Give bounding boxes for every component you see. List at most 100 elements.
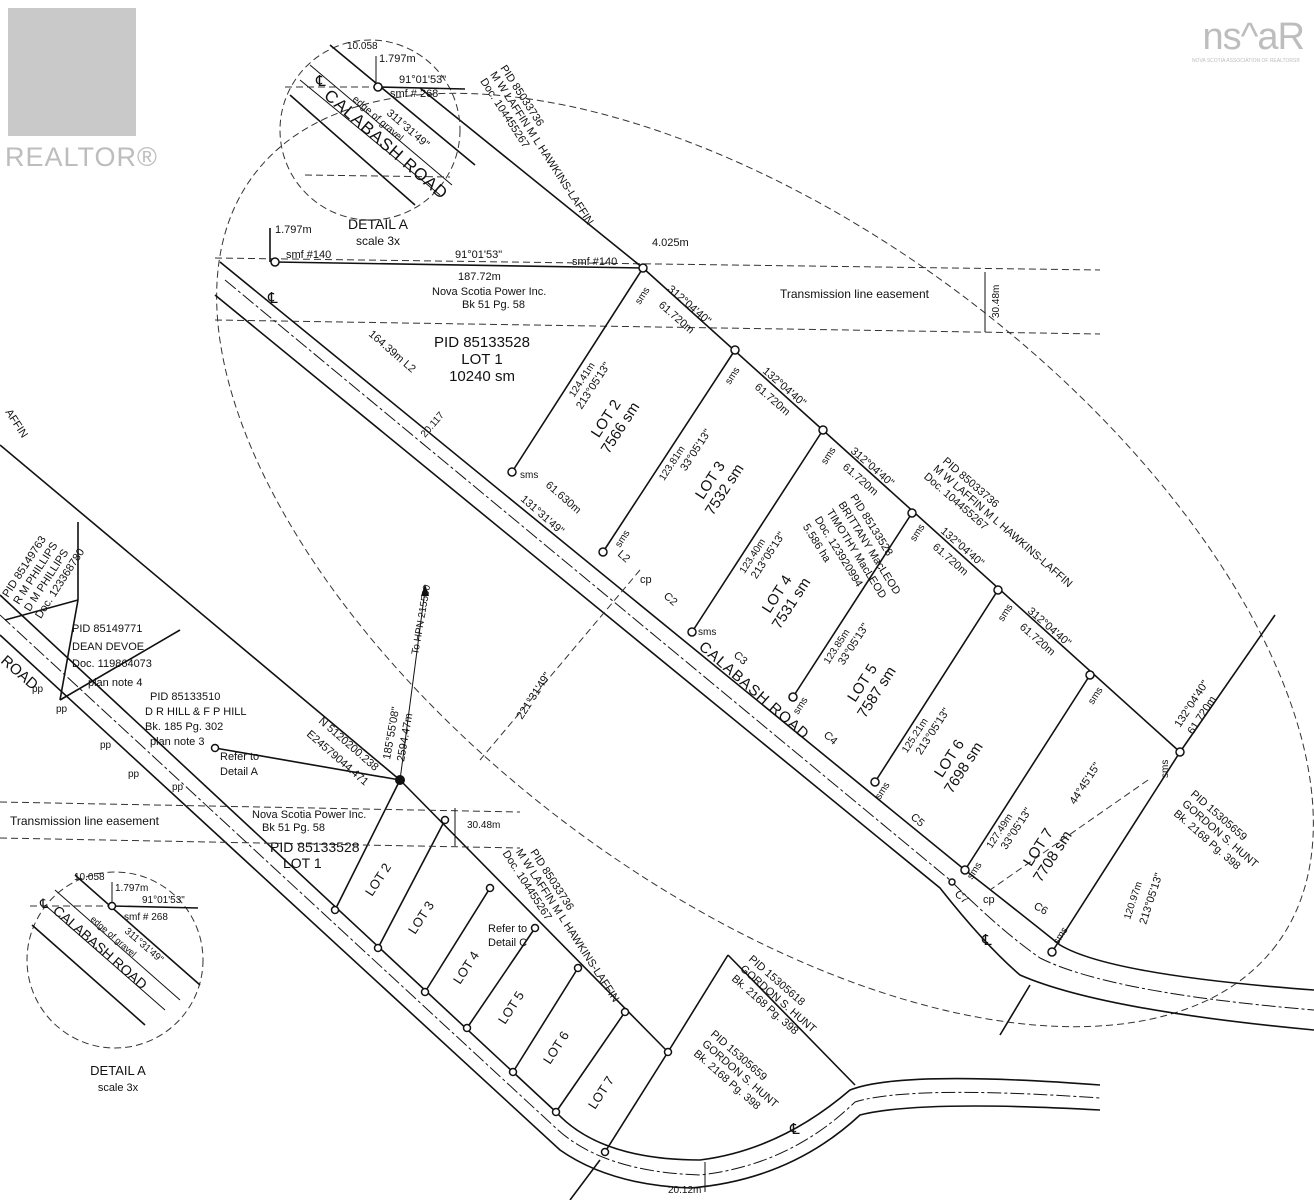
neighbour-owner: DEAN DEVOE — [72, 641, 144, 653]
nsar-logo: ns^aR — [1202, 16, 1305, 58]
owner-label: Nova Scotia Power Inc. — [252, 809, 366, 821]
plan-note: plan note 4 — [88, 677, 142, 689]
hpn-label: To HPN 215500 — [410, 584, 433, 656]
centerline-symbol: ℄ — [39, 896, 49, 911]
lot1-pid: PID 85133528 — [434, 334, 530, 351]
curve-label: C7 — [952, 888, 970, 906]
centerline-symbol: ℄ — [789, 1121, 800, 1138]
lot1-area: 10240 sm — [449, 368, 515, 385]
centerline-symbol: ℄ — [981, 932, 992, 949]
detail-width: 10.058 — [347, 41, 378, 52]
neighbour-pid: PID 85149771 — [72, 623, 142, 635]
road-name: CALABASH ROAD — [695, 638, 812, 743]
refer-label: Refer to — [220, 751, 259, 763]
detail-bearing: 91°01'53" — [142, 895, 185, 906]
curve-label: L2 — [615, 548, 632, 565]
lot-label: LOT 3 — [405, 898, 437, 936]
side-bearing: 213°05'13" — [1137, 872, 1165, 926]
detail-offset: 1.797m — [115, 883, 148, 894]
detail-a-top: 10.058 1.797m 91°01'53" smf # 268 ℄ edge… — [279, 39, 476, 248]
book-label: Bk 51 Pg. 58 — [462, 299, 525, 311]
easement-line — [214, 319, 1101, 335]
lot-label: LOT 7 — [585, 1073, 617, 1111]
detail-width: 10.058 — [74, 872, 105, 883]
sms-label: sms — [698, 627, 716, 638]
detail-scale: scale 3x — [98, 1082, 139, 1094]
detail-smf: smf # 268 — [390, 88, 438, 100]
detail-scale: scale 3x — [356, 234, 400, 248]
detail-a-bottom: 10.058 1.797m 91°01'53" smf # 268 ℄ edge… — [26, 871, 204, 1094]
offset-label: 4.025m — [652, 237, 689, 249]
centerline-symbol: ℄ — [315, 73, 326, 90]
book-label: Bk 51 Pg. 58 — [262, 822, 325, 834]
easement-label: Transmission line easement — [780, 287, 930, 301]
lot1-pid: PID 85133528 — [270, 839, 360, 855]
neighbour-owners: M W LAFFIN M L HAWKINS-LAFFIN — [513, 847, 621, 1005]
neighbour-fragment: AFFIN — [2, 407, 29, 440]
realtor-logo: REALTOR® — [5, 142, 158, 172]
sms-label: sms — [908, 522, 927, 543]
neighbour-doc: Doc. 119864073 — [72, 658, 152, 670]
road-distance: 164.39m L2 — [366, 328, 418, 375]
pp-label: pp — [128, 769, 140, 780]
neighbour-owners: M W LAFFIN M L HAWKINS-LAFFIN — [487, 70, 595, 228]
lot1-label: LOT 1 — [461, 351, 502, 368]
lot-boundaries-main — [269, 87, 1276, 1036]
sms-label: sms — [996, 602, 1015, 623]
easement-line — [214, 257, 1101, 271]
bearing-label: 91°01'53" — [455, 249, 502, 261]
owner-label: Nova Scotia Power Inc. — [432, 286, 546, 298]
refer-label: Detail A — [220, 766, 259, 778]
pp-label: pp — [172, 782, 184, 793]
neighbour-pid: PID 85133510 — [150, 691, 220, 703]
cp-label: cp — [640, 574, 652, 586]
detail-road-name: CALABASH ROAD — [320, 86, 451, 204]
nsar-logo-subtitle: NOVA SCOTIA ASSOCIATION OF REALTORS® — [1191, 58, 1300, 64]
plan-note: plan note 3 — [150, 736, 204, 748]
neighbour-owners: M W LAFFIN M L HAWKINS-LAFFIN — [931, 463, 1075, 590]
road-width: 20.12m — [668, 1185, 701, 1196]
easement-label: Transmission line easement — [10, 814, 160, 828]
survey-markers-main — [270, 257, 1185, 957]
sms-label: sms — [819, 445, 838, 466]
offset-label: 1.797m — [275, 224, 312, 236]
sms-label: sms — [633, 285, 652, 306]
curve-label: C2 — [661, 590, 679, 608]
detail-title: DETAIL A — [348, 216, 409, 232]
lot1-label: LOT 1 — [283, 855, 322, 871]
pp-label: pp — [56, 704, 68, 715]
refer-label: Refer to — [488, 923, 527, 935]
diagonal-bearing: 221°31'49" — [514, 670, 553, 721]
refer-label: Detail C — [488, 937, 527, 949]
calabash-road-main — [214, 261, 1314, 1031]
detail-ellipse — [216, 92, 1314, 1028]
main-plan-labels: PID 85033736 M W LAFFIN M L HAWKINS-LAFF… — [267, 63, 1260, 949]
cp-label: cp — [983, 894, 995, 906]
lot-label: LOT 6 — [540, 1028, 572, 1066]
sms-label: sms — [1086, 685, 1105, 706]
neighbour-book: Bk. 185 Pg. 302 — [145, 721, 223, 733]
smf-label: smf #140 — [286, 249, 331, 261]
curve-label: C4 — [821, 729, 839, 747]
sms-label: sms — [723, 365, 742, 386]
realtor-logo-mark — [8, 8, 136, 136]
sms-label: sms — [520, 470, 538, 481]
easement-width: 30.48m — [991, 285, 1002, 318]
distance-label: 187.72m — [458, 271, 501, 283]
lot-label: LOT 4 — [450, 948, 482, 986]
sms-label: sms — [1160, 760, 1171, 778]
detail-offset: 1.797m — [379, 53, 416, 65]
detail-title: DETAIL A — [90, 1063, 146, 1078]
lot-label: LOT 5 — [495, 988, 527, 1026]
sms-label: sms — [965, 860, 984, 881]
pp-label: pp — [100, 740, 112, 751]
neighbour-owner: D R HILL & F P HILL — [145, 706, 246, 718]
easement-width: 30.48m — [467, 820, 500, 831]
detail-smf: smf # 268 — [124, 912, 168, 923]
diagonal-bearing: 44°45'15" — [1067, 761, 1103, 807]
front-distance: 61.630m — [543, 479, 583, 516]
centerline-symbol: ℄ — [267, 290, 278, 307]
smf-label: smf #140 — [572, 256, 617, 268]
lot-label: LOT 2 — [362, 860, 394, 898]
